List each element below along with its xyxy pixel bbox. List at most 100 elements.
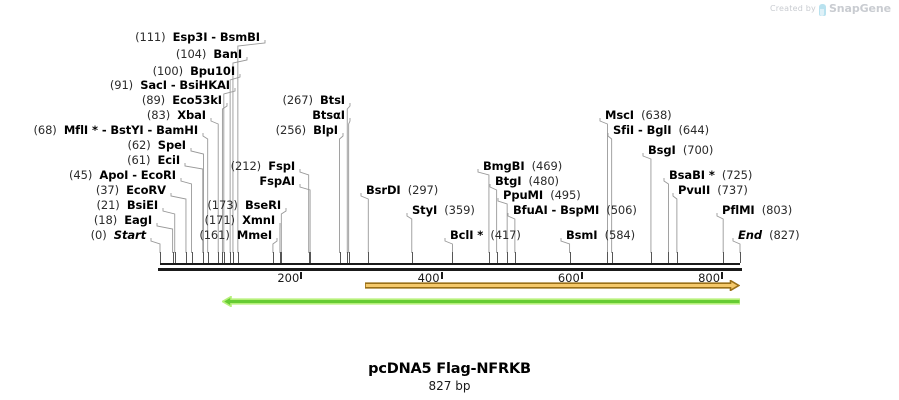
restriction-site-label[interactable]: (0) Start <box>91 229 146 242</box>
site-leader-line <box>406 213 413 253</box>
restriction-site-label[interactable]: FspAI <box>259 175 295 188</box>
site-enzyme-names: PpuMI <box>503 188 544 202</box>
ruler-tick-label: 800 <box>698 271 721 285</box>
restriction-site-label[interactable]: (21) BsiEI <box>96 199 158 212</box>
site-position: (584) <box>604 228 636 242</box>
restriction-site-label[interactable]: (173) BseRI <box>207 199 281 212</box>
site-tick <box>279 252 281 263</box>
site-tick <box>569 252 571 263</box>
restriction-site-label[interactable]: End (827) <box>738 229 800 242</box>
site-enzyme-names: BanI <box>213 47 242 61</box>
site-leader-line <box>210 118 219 253</box>
site-tick <box>310 252 312 263</box>
site-tick <box>232 252 234 263</box>
restriction-site-label[interactable]: (100) Bpu10I <box>153 65 236 78</box>
site-enzyme-names: PvuII <box>678 183 711 197</box>
restriction-site-label[interactable]: BtgI (480) <box>495 175 559 188</box>
backbone-top-line <box>160 263 740 265</box>
restriction-site-label[interactable]: (161) MmeI <box>199 229 272 242</box>
restriction-site-label[interactable]: StyI (359) <box>412 204 475 217</box>
site-enzyme-names: XbaI <box>177 108 206 122</box>
site-leader-line <box>672 193 678 253</box>
restriction-site-label[interactable]: PflMI (803) <box>722 204 792 217</box>
restriction-site-label[interactable]: (89) Eco53kI <box>142 94 222 107</box>
site-position: (827) <box>769 228 800 242</box>
site-enzyme-names: BsrDI <box>366 183 401 197</box>
restriction-site-label[interactable]: (68) MflI * - BstYI - BamHI <box>33 124 198 137</box>
site-enzyme-names: BlpI <box>313 123 338 137</box>
site-leader-line <box>348 118 351 253</box>
site-leader-line <box>360 193 369 253</box>
ruler-tick-label: 400 <box>417 271 440 285</box>
feature-arrow-shape <box>364 278 741 292</box>
restriction-site-label[interactable]: (45) ApoI - EcoRI <box>69 169 176 182</box>
site-enzyme-names: SacI - BsiHKAI <box>140 78 230 92</box>
site-leader-line <box>560 238 571 253</box>
restriction-site-label[interactable]: BfuAI - BspMI (506) <box>513 204 637 217</box>
site-position: (45) <box>69 168 93 182</box>
restriction-site-label[interactable]: PvuII (737) <box>678 184 748 197</box>
restriction-site-label[interactable]: (62) SpeI <box>127 139 186 152</box>
site-position: (68) <box>33 123 57 137</box>
site-leader-line <box>477 169 490 253</box>
site-position: (700) <box>682 143 714 157</box>
restriction-site-label[interactable]: BsmI (584) <box>566 229 635 242</box>
watermark-brand: SnapGene <box>828 2 891 15</box>
restriction-site-label[interactable]: (267) BtsI <box>282 94 345 107</box>
site-tick <box>676 252 678 263</box>
restriction-site-label[interactable]: BsrDI (297) <box>366 184 438 197</box>
site-leader-line <box>202 133 209 253</box>
site-position: (480) <box>528 174 560 188</box>
site-leader-line <box>299 184 311 253</box>
site-tick <box>368 252 370 263</box>
site-position: (0) <box>90 228 107 242</box>
feature-arrow-shape <box>220 294 741 308</box>
site-tick <box>339 252 341 263</box>
restriction-site-label[interactable]: BclI * (417) <box>450 229 521 242</box>
site-enzyme-names: BsaBI * <box>669 168 715 182</box>
plasmid-length: 827 bp <box>428 379 471 393</box>
site-enzyme-names: BfuAI - BspMI <box>513 203 600 217</box>
restriction-site-label[interactable]: (256) BlpI <box>276 124 338 137</box>
restriction-site-label[interactable]: (212) FspI <box>231 160 295 173</box>
restriction-site-label[interactable]: (37) EcoRV <box>96 184 166 197</box>
site-position: (89) <box>141 93 166 107</box>
site-tick <box>223 252 225 263</box>
site-leader-line <box>599 118 608 253</box>
page-title: pcDNA5 Flag-NFRKB <box>368 361 531 377</box>
ruler-tick-mark <box>580 272 583 279</box>
restriction-site-label[interactable]: (171) XmnI <box>205 213 276 227</box>
restriction-site-label[interactable]: BmgBI (469) <box>483 160 562 173</box>
restriction-site-label[interactable]: (61) EciI <box>127 154 180 167</box>
restriction-site-label[interactable]: (18) EagI <box>94 214 152 227</box>
site-position: (104) <box>175 47 207 61</box>
green-feature-arrow[interactable] <box>220 292 741 308</box>
site-position: (37) <box>95 183 120 197</box>
site-enzyme-names: BsgI <box>648 143 676 157</box>
site-leader-line <box>732 238 741 253</box>
restriction-site-label[interactable]: (104) BanI <box>176 48 242 61</box>
site-enzyme-names: XmnI <box>242 213 275 227</box>
site-leader-line <box>229 74 241 253</box>
ruler-tick-mark <box>300 272 303 279</box>
site-tick <box>272 252 274 263</box>
restriction-site-label[interactable]: (111) Esp3I - BsmBI <box>135 31 260 44</box>
restriction-site-label[interactable]: (83) XbaI <box>147 109 206 122</box>
site-position: (212) <box>230 159 262 173</box>
restriction-site-label[interactable]: MscI (638) <box>605 109 672 122</box>
site-enzyme-names: FspI <box>268 159 295 173</box>
restriction-site-label[interactable]: BsaBI * (725) <box>669 169 752 182</box>
site-leader-line <box>339 133 344 253</box>
restriction-site-label[interactable]: (91) SacI - BsiHKAI <box>110 79 230 92</box>
restriction-site-label[interactable]: BtsαI <box>312 109 345 122</box>
restriction-site-label[interactable]: PpuMI (495) <box>503 189 581 202</box>
site-leader-line <box>180 178 193 253</box>
orange-feature-arrow[interactable] <box>364 276 741 292</box>
restriction-site-label[interactable]: SfiI - BglI (644) <box>613 124 709 137</box>
site-position: (495) <box>550 188 581 202</box>
site-leader-line <box>642 153 652 253</box>
site-tick <box>740 252 741 263</box>
restriction-site-label[interactable]: BsgI (700) <box>648 144 713 157</box>
site-tick <box>347 252 349 263</box>
site-enzyme-names: Start <box>113 228 146 242</box>
